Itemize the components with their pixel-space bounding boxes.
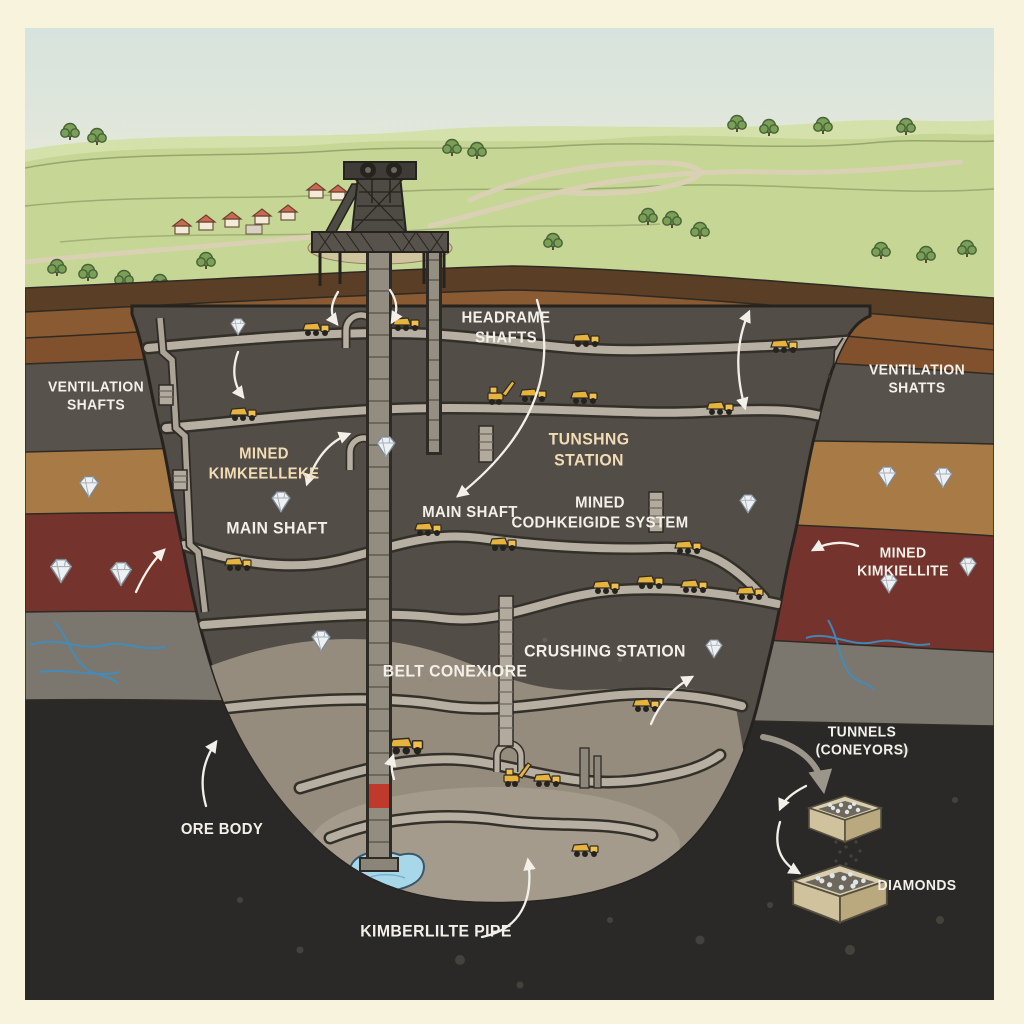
dump-truck-icon — [706, 401, 734, 416]
conveyor-flow-arrow — [760, 734, 833, 795]
water-veins — [29, 619, 931, 691]
dump-truck-icon — [770, 339, 798, 354]
headframe-icon — [311, 161, 449, 288]
dump-truck-icon — [636, 575, 664, 590]
main-shaft — [359, 200, 399, 872]
dump-truck-icon — [592, 580, 620, 595]
secondary-shaft — [426, 240, 442, 455]
crusher-conveyor-column — [498, 595, 514, 747]
dump-truck-icon — [224, 557, 252, 572]
dump-truck-icon — [571, 843, 599, 858]
dump-truck-icon — [674, 540, 702, 555]
dump-truck-icon — [572, 333, 600, 348]
dump-truck-icon — [229, 407, 257, 422]
drill-rig-icon — [579, 747, 590, 789]
falling-diamonds — [834, 840, 862, 866]
winze-columns — [478, 425, 664, 789]
shaft-bottom-station — [359, 857, 399, 872]
hills — [25, 120, 994, 310]
rock-speckles — [237, 637, 958, 989]
vent-box-icon — [172, 469, 188, 491]
dump-truck-icon — [680, 579, 708, 594]
dump-truck-icon — [736, 586, 764, 601]
dump-truck-icon — [414, 522, 442, 537]
dump-truck-icon — [519, 388, 547, 403]
shaft-red-segment — [369, 784, 389, 808]
dump-truck-icon — [570, 390, 598, 405]
dump-truck-icon — [632, 698, 660, 713]
dump-truck-icon — [389, 737, 424, 756]
dump-truck-icon — [392, 317, 420, 332]
ore-crates — [790, 795, 890, 924]
dump-truck-icon — [533, 773, 561, 788]
dump-truck-icon — [302, 322, 330, 337]
ore-crate-icon — [790, 864, 890, 924]
village-houses — [172, 182, 348, 235]
flow-arrows — [134, 288, 860, 939]
ore-crate-icon — [806, 795, 884, 844]
dump-truck-icon — [489, 537, 517, 552]
vent-box-icon — [158, 384, 174, 406]
barn — [245, 224, 263, 235]
